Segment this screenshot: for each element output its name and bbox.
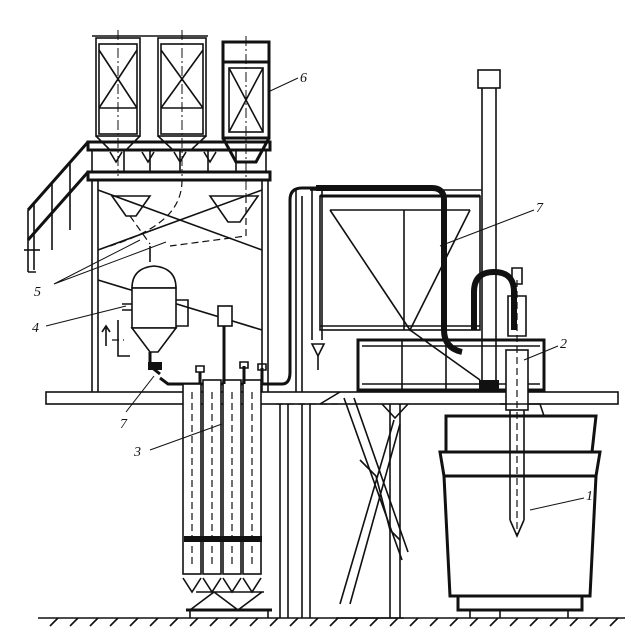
lance-column bbox=[356, 69, 546, 538]
truss-structure bbox=[310, 185, 517, 381]
upper-platform bbox=[24, 140, 272, 273]
label-lance: 2 bbox=[560, 337, 567, 352]
pipe-system-left bbox=[159, 186, 316, 392]
label-bunker: 6 bbox=[300, 71, 307, 86]
main-deck bbox=[45, 391, 619, 405]
label-pipe-left: 7 bbox=[120, 417, 128, 432]
ladle-strut bbox=[336, 397, 409, 619]
label-ladle: 1 bbox=[586, 489, 593, 504]
gas-cylinder-bank bbox=[182, 305, 272, 618]
support-frame bbox=[91, 179, 269, 392]
ladle bbox=[438, 403, 602, 618]
ground bbox=[38, 617, 625, 627]
label-cylinders: 3 bbox=[133, 445, 141, 460]
dispenser-vessel bbox=[101, 246, 189, 376]
bunker-group bbox=[92, 30, 271, 196]
label-feed-lines: 5 bbox=[34, 285, 41, 300]
label-dispenser: 4 bbox=[32, 321, 39, 336]
central-columns bbox=[279, 404, 311, 618]
label-pipe-right: 7 bbox=[536, 201, 544, 216]
callouts: 6 7 2 1 5 4 7 3 bbox=[32, 71, 593, 511]
